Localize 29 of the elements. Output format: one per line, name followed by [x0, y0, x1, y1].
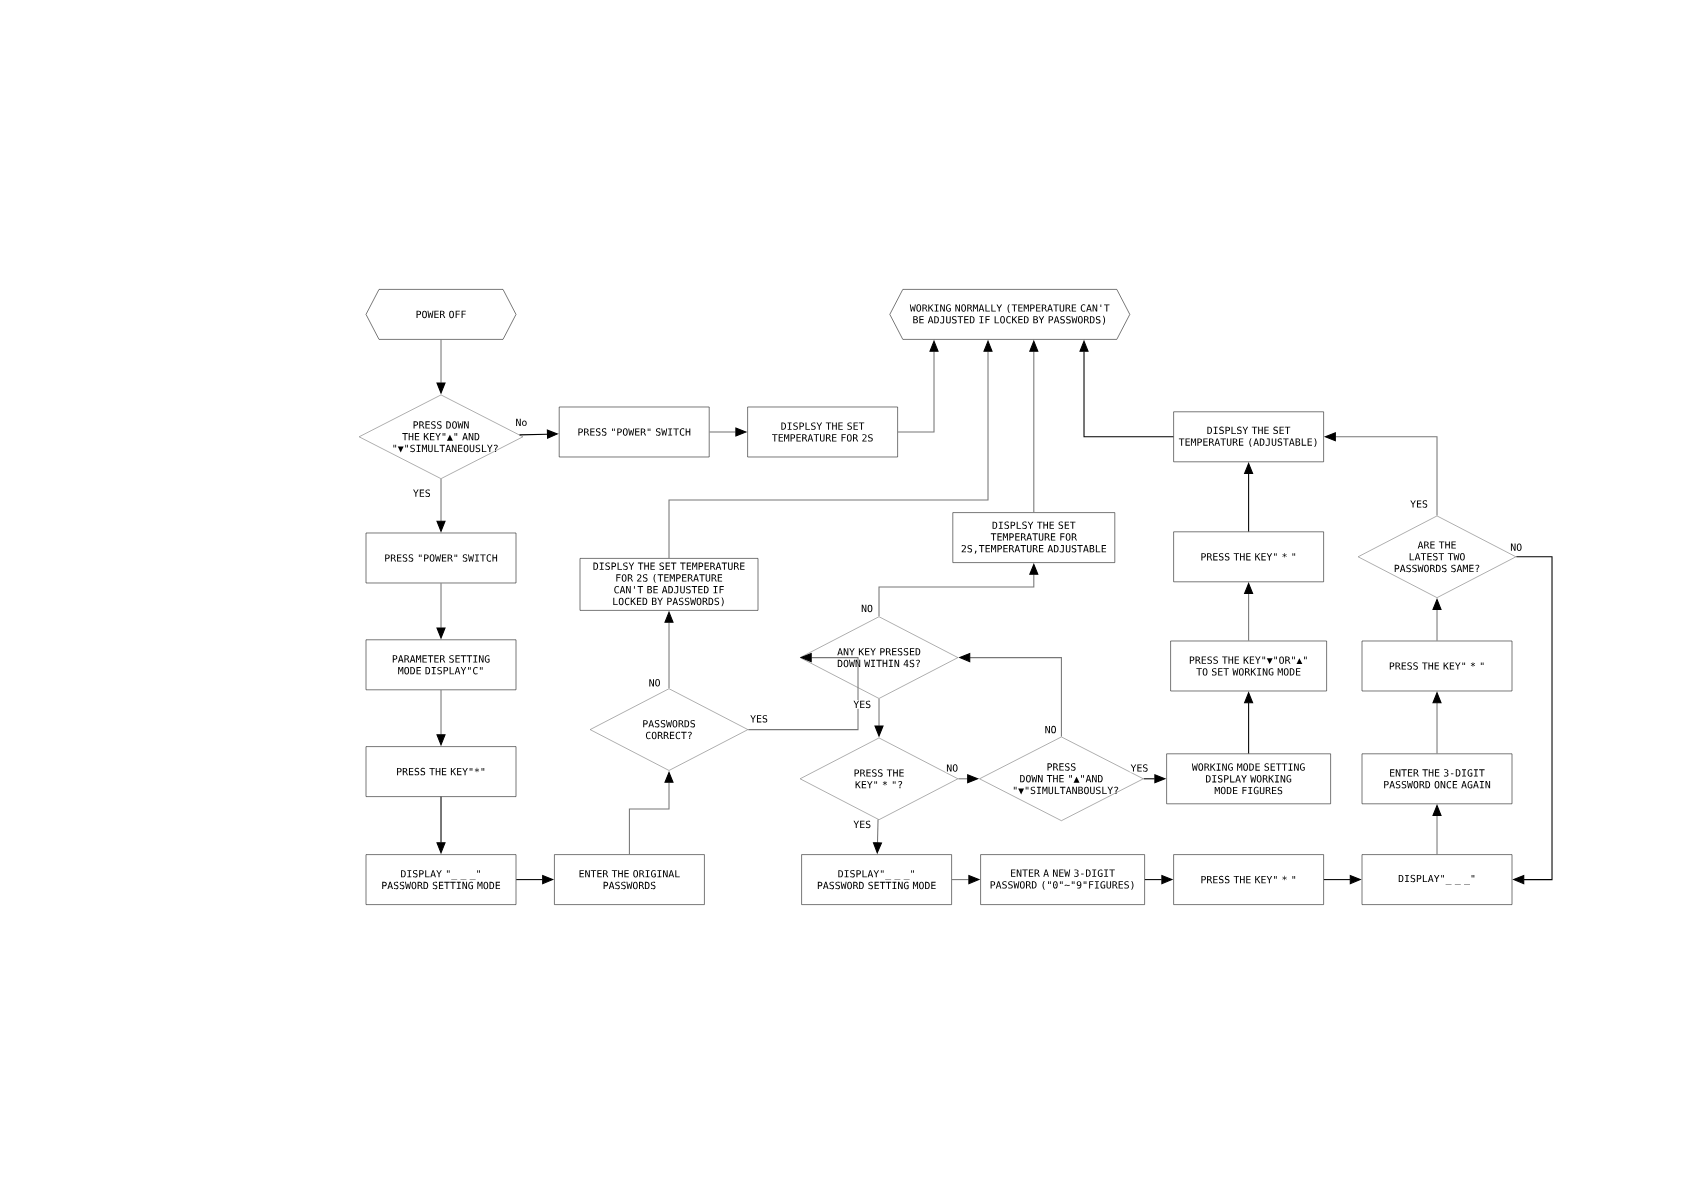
edge-label: NO: [945, 763, 959, 773]
process-box: DISPLSY THE SET TEMPERATURE FOR 2S,TEMPERATURE ADJUSTABLE: [952, 512, 1116, 563]
process-box: PRESS THE KEY"▼"OR"▲" TO SET WORKING MODE: [1170, 640, 1327, 692]
process-box: DISPLAY"_ _ _" PASSWORD SETTING MODE: [801, 854, 952, 905]
edge-label: YES: [1409, 499, 1429, 509]
process-box: DISPLAY"_ _ _": [1361, 854, 1513, 905]
process-box: PRESS THE KEY" * ": [1173, 854, 1324, 905]
process-box: ENTER A NEW 3-DIGIT PASSWORD ("0"~"9"FIGURES): [980, 854, 1145, 905]
process-box: PRESS THE KEY"*": [365, 746, 517, 797]
edge-label: YES: [1129, 763, 1149, 773]
edge-label: NO: [860, 604, 874, 613]
process-box: PARAMETER SETTING MODE DISPLAY"C": [365, 639, 517, 691]
process-box: DISPLSY THE SET TEMPERATURE (ADJUSTABLE): [1173, 411, 1324, 463]
edge-label: YES: [749, 714, 769, 724]
process-box: PRESS THE KEY" * ": [1173, 531, 1324, 583]
process-box: PRESS "POWER" SWITCH: [558, 406, 710, 458]
process-box: WORKING MODE SETTING DISPLAY WORKING MODE FIGURES: [1166, 753, 1331, 805]
process-box: ENTER THE 3-DIGIT PASSWORD ONCE AGAIN: [1361, 753, 1513, 805]
process-box: PRESS THE KEY" * ": [1361, 640, 1513, 692]
process-box: DISPLAY "_ _ _" PASSWORD SETTING MODE: [365, 854, 517, 905]
process-box: ENTER THE ORIGINAL PASSWORDS: [554, 854, 705, 905]
process-box: DISPLSY THE SET TEMPERATURE FOR 2S: [747, 406, 898, 458]
edge-label: YES: [412, 488, 432, 498]
process-box: DISPLSY THE SET TEMPERATURE FOR 2S (TEMPERATURE CAN'T BE ADJUSTED IF LOCKED BY PASSWORDS): [579, 558, 759, 611]
edge-label: NO: [1044, 725, 1058, 734]
edge-label: NO: [648, 678, 662, 688]
edge-label: YES: [852, 700, 872, 709]
edge-label: YES: [852, 820, 872, 829]
process-box: PRESS "POWER" SWITCH: [365, 532, 517, 584]
